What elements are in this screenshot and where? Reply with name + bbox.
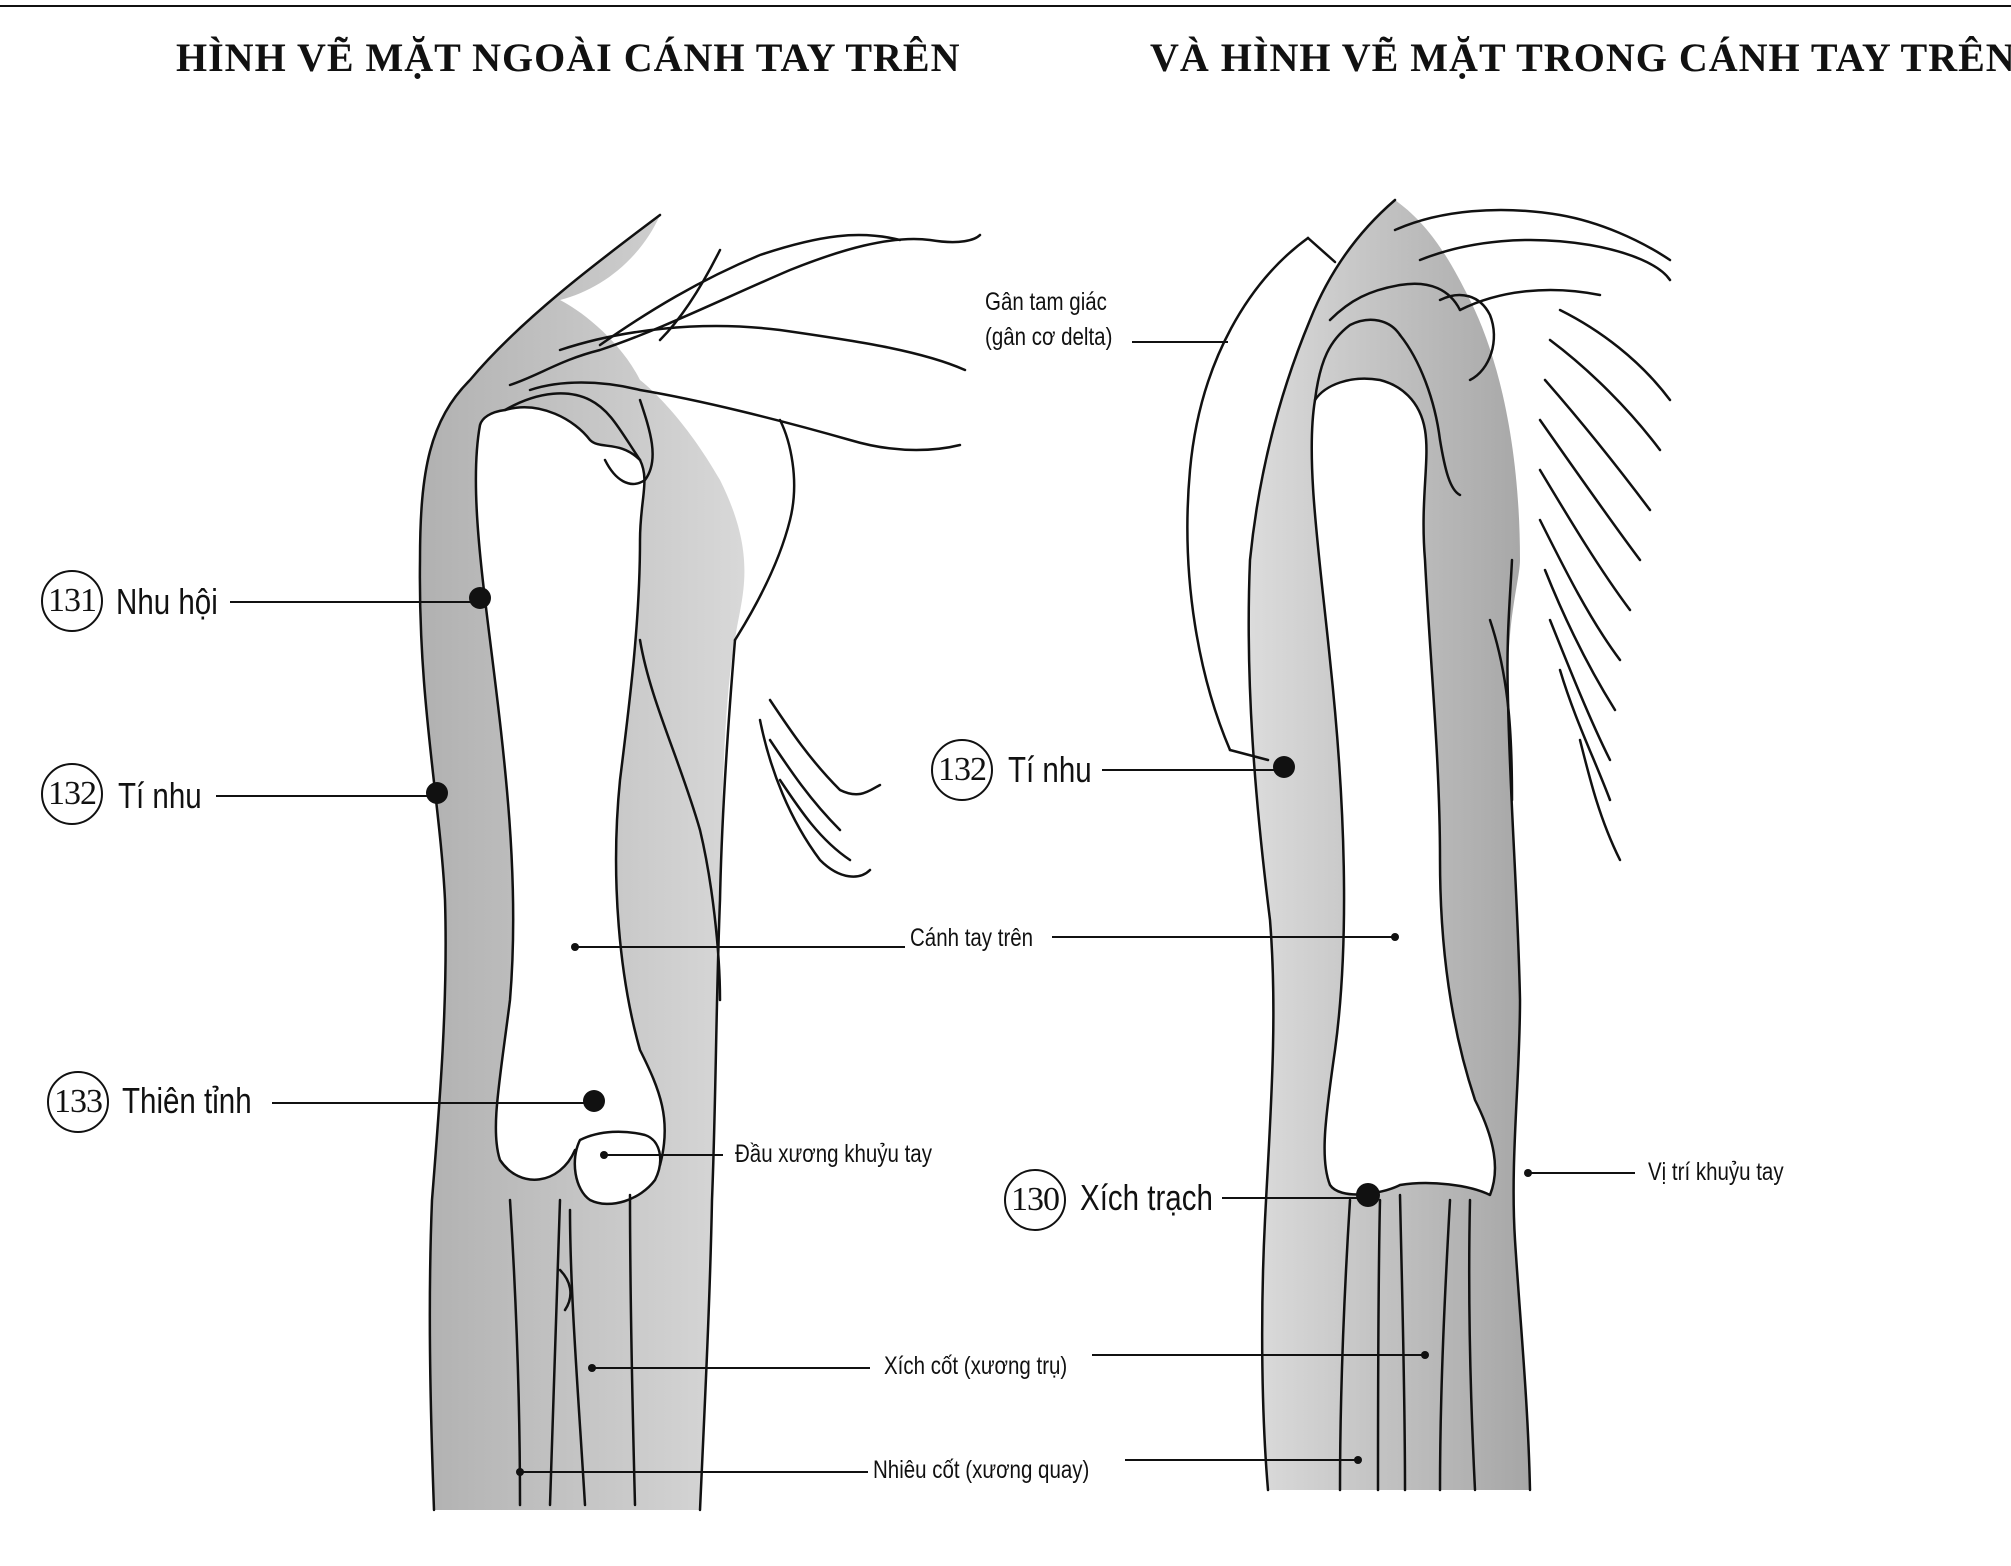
point-132-right-marker [1273, 756, 1295, 778]
left-arm-drawing [418, 213, 982, 1512]
deltoid-label: Gân tam giác (gân cơ delta) [985, 290, 1140, 350]
point-133-marker [583, 1090, 605, 1112]
upper-arm-label: Cánh tay trên [910, 924, 1034, 952]
point-name-131: Nhu hội [116, 581, 218, 622]
acupoint-markers [426, 587, 1532, 1476]
point-number-133: 133 [47, 1071, 109, 1133]
radius-label: Nhiêu cốt (xương quay) [873, 1456, 1090, 1484]
title-inner-side: VÀ HÌNH VẼ MẶT TRONG CÁNH TAY TRÊN [1150, 35, 2011, 80]
point-number-132-right: 132 [931, 739, 993, 801]
point-130-marker [1356, 1183, 1380, 1207]
point-name-133: Thiên tỉnh [122, 1080, 252, 1121]
point-131-marker [469, 587, 491, 609]
title-outer-side: HÌNH VẼ MẶT NGOÀI CÁNH TAY TRÊN [176, 35, 961, 80]
ulna-label: Xích cốt (xương trụ) [884, 1352, 1068, 1380]
point-name-132-right: Tí nhu [1008, 749, 1092, 790]
elbow-position-label: Vị trí khuỷu tay [1648, 1158, 1784, 1186]
point-132-left-marker [426, 782, 448, 804]
point-number-132-left: 132 [41, 763, 103, 825]
leader-lines [216, 341, 1635, 1473]
deltoid-label-line2: (gân cơ delta) [985, 323, 1113, 351]
right-arm-drawing [1186, 198, 1672, 1492]
point-number-131: 131 [41, 570, 103, 632]
point-number-130: 130 [1004, 1169, 1066, 1231]
point-name-130: Xích trạch [1080, 1177, 1213, 1218]
point-name-132-left: Tí nhu [118, 775, 202, 816]
deltoid-label-line1: Gân tam giác [985, 288, 1107, 316]
elbow-head-label: Đầu xương khuỷu tay [735, 1140, 932, 1168]
